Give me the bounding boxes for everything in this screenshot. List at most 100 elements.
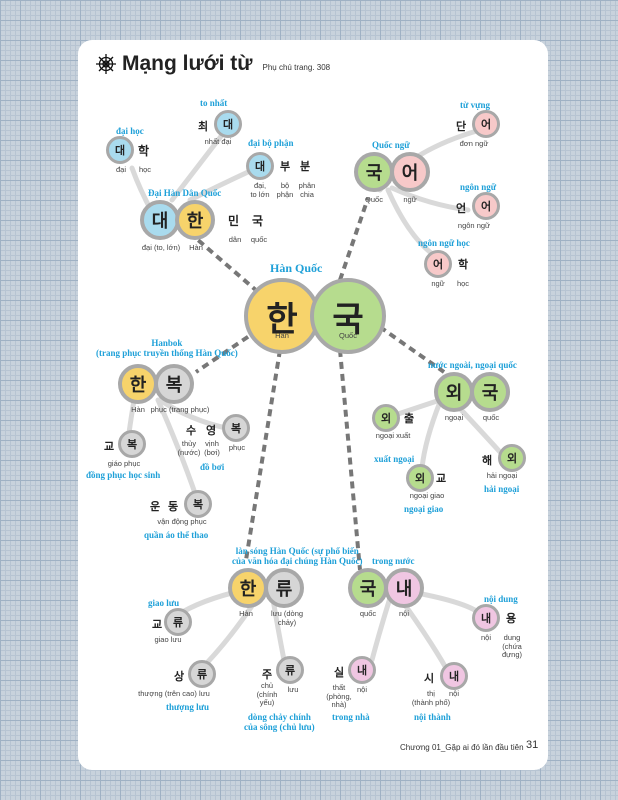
trong-nha-cap2: nội [356, 685, 367, 694]
hanbok-char1: 한 [129, 375, 147, 396]
hanbok-cap1: Hàn [131, 405, 145, 414]
trong-nha-cap1: thất (phòng, nhà) [326, 683, 352, 710]
hanbok-circle1: 한 [118, 364, 158, 404]
tu-vung-cap: đơn ngữ [459, 139, 489, 148]
giao-luu-char2: 류 [172, 616, 184, 629]
dai-hoc-circle: 대 [106, 136, 134, 164]
hai-ngoai-char1: 해 [482, 454, 493, 467]
dai-cap: đại (to, lớn) [141, 243, 181, 252]
ngoai-quoc-circle2: 국 [470, 372, 510, 412]
dai-char: 대 [151, 211, 169, 232]
ngoai-giao-circle: 외 [406, 464, 434, 492]
ngoai-giao-label: ngoại giao [404, 504, 444, 514]
to-nhat-label: to nhất [200, 98, 228, 108]
han-ryu-char2: 류 [275, 579, 293, 600]
ngon-ngu-hoc-char1: 어 [432, 258, 444, 271]
han-ryu-circle1: 한 [228, 568, 268, 608]
chu-luu-cap2: lưu [287, 685, 299, 694]
dong-phuc-char2: 복 [126, 438, 138, 451]
ngoai-quoc-char2: 국 [481, 383, 499, 404]
chu-luu-label-text: dòng chảy chính của sông (chủ lưu) [244, 712, 315, 733]
do-boi-cap1: thủy (nước) [177, 439, 201, 457]
page-number: 31 [526, 739, 539, 751]
quoc-ngu-label: Quốc ngữ [372, 140, 410, 150]
noi-thanh-char1: 시 [424, 672, 435, 685]
center-guk-cap: Quốc [339, 331, 357, 340]
to-nhat-char1: 최 [198, 120, 209, 133]
the-thao-char3: 복 [192, 498, 204, 511]
do-boi-char3: 복 [230, 422, 242, 435]
tu-vung-char2: 어 [480, 118, 492, 131]
han-ryu-label-text: làn sóng Hàn Quốc (sự phổ biến của văn h… [232, 546, 363, 567]
the-thao-char1: 운 [150, 500, 161, 513]
quoc-ngu-cap2: ngữ [403, 195, 417, 204]
guk-char: 국 [252, 214, 264, 228]
quoc-ngu-circle2: 어 [390, 152, 430, 192]
hanbok-label-text: Hanbok (trang phục truyền thống Hàn Quốc… [96, 338, 238, 359]
dong-phuc-circle: 복 [118, 430, 146, 458]
xuat-ngoai-char2: 출 [404, 412, 415, 425]
han-ryu-cap2: lưu (dòng chảy) [270, 609, 304, 627]
chu-luu-circle: 류 [276, 656, 304, 684]
xuat-ngoai-label: xuất ngoại [374, 454, 415, 464]
thuong-luu-circle: 류 [188, 660, 216, 688]
center-label: Hàn Quốc [270, 261, 323, 275]
han-ryu-cap1: Hàn [239, 609, 253, 618]
do-boi-char2: 영 [206, 424, 217, 437]
hanbok-cap2: phục (trang phục) [150, 405, 210, 414]
the-thao-cap: vận động phục [157, 517, 207, 526]
do-boi-cap2: vịnh (bơi) [204, 439, 220, 457]
dai-circle: 대 [140, 200, 180, 240]
ngoai-quoc-cap2: quốc [482, 413, 500, 422]
thuong-luu-cap: thượng (trên cao) lưu [138, 689, 210, 698]
page-card [78, 40, 548, 770]
page-title: Mạng lưới từ [122, 52, 253, 75]
chu-luu-cap1: chủ (chính yếu) [256, 681, 278, 708]
the-thao-label: quần áo thể thao [144, 530, 209, 540]
do-boi-circle: 복 [222, 414, 250, 442]
han-cap: Hàn [189, 243, 203, 252]
noi-dung-char2: 용 [506, 612, 517, 625]
do-boi-char1: 수 [186, 424, 197, 437]
han-ryu-char1: 한 [239, 579, 257, 600]
ngoai-giao-char2: 교 [436, 472, 447, 485]
noi-dung-circle: 내 [472, 604, 500, 632]
hai-ngoai-char2: 외 [506, 452, 518, 465]
do-boi-cap3: phục [228, 443, 246, 452]
hai-ngoai-circle: 외 [498, 444, 526, 472]
thuong-luu-char2: 류 [196, 668, 208, 681]
min-cap: dân [228, 235, 242, 244]
ngon-ngu-circle: 어 [472, 192, 500, 220]
dong-phuc-cap: giáo phục [107, 459, 141, 468]
ngon-ngu-label: ngôn ngữ [460, 182, 497, 192]
hai-ngoai-cap: hải ngoại [486, 471, 518, 480]
han-circle: 한 [175, 200, 215, 240]
thuong-luu-char1: 상 [174, 670, 185, 683]
the-thao-char2: 동 [168, 500, 179, 513]
center-guk-char: 국 [332, 299, 364, 340]
trong-nha-char1: 실 [334, 666, 345, 679]
noi-thanh-circle: 내 [440, 662, 468, 690]
quoc-ngu-circle1: 국 [354, 152, 394, 192]
dong-phuc-label: đồng phục học sinh [86, 470, 161, 480]
center-guk-circle: 국 [310, 278, 386, 354]
dai-hoc-cap1: đại [115, 165, 126, 174]
trong-nuoc-circle2: 내 [384, 568, 424, 608]
chu-luu-char2: 류 [284, 664, 296, 677]
trong-nha-char2: 내 [356, 664, 368, 677]
quoc-ngu-cap1: Quốc [365, 195, 383, 204]
dai-han-label: Đại Hàn Dân Quốc [148, 188, 222, 198]
trong-nuoc-char2: 내 [395, 579, 413, 600]
han-ryu-circle2: 류 [264, 568, 304, 608]
noi-dung-cap1: nội [480, 633, 491, 642]
noi-thanh-char2: 내 [448, 670, 460, 683]
trong-nuoc-cap2: nội [398, 609, 409, 618]
dong-phuc-char1: 교 [104, 440, 115, 453]
noi-dung-label: nội dung [484, 594, 518, 604]
to-nhat-circle: 대 [214, 110, 242, 138]
chapter-footer: Chương 01_Gặp ai đó lần đầu tiên [400, 743, 524, 752]
thuong-luu-label: thượng lưu [166, 702, 210, 712]
trong-nuoc-char1: 국 [359, 579, 377, 600]
noi-thanh-cap1: thị (thành phố) [411, 689, 451, 707]
